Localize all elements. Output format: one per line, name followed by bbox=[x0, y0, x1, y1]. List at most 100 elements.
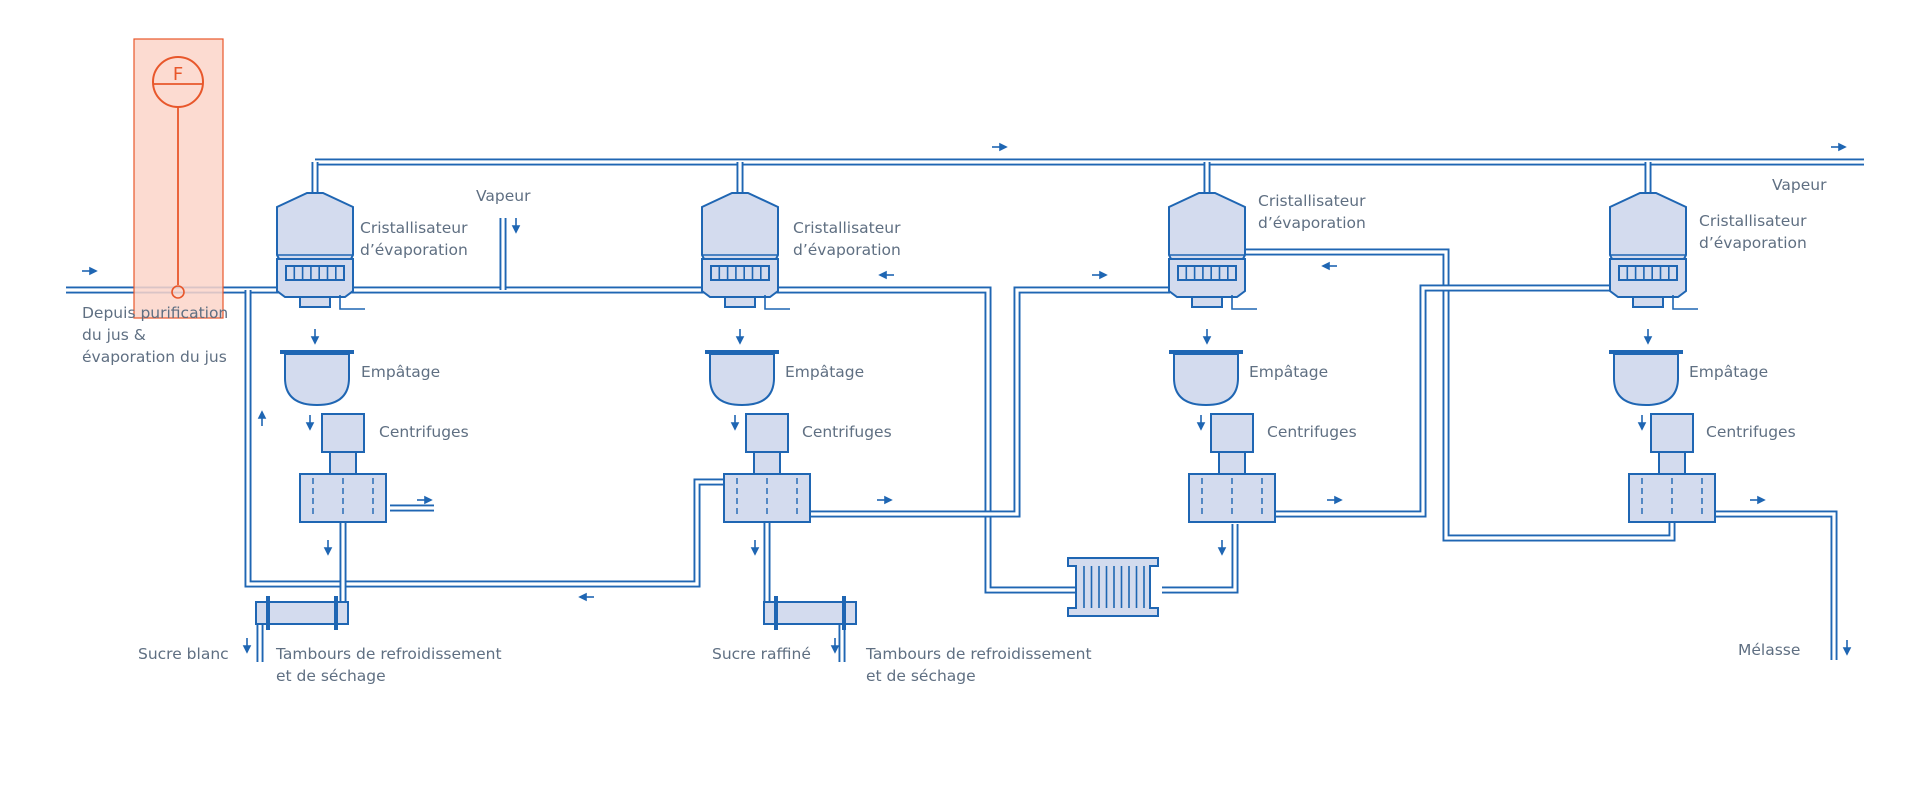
crystallizer-3-drain bbox=[1231, 295, 1257, 310]
centrifuge-label-1: Centrifuges bbox=[379, 423, 469, 441]
recycle-pipe-1-outer bbox=[244, 290, 727, 588]
arrow-icon-8 bbox=[310, 329, 320, 345]
arrow-icon-25 bbox=[242, 638, 252, 654]
arrow-icon-4-head bbox=[511, 225, 521, 234]
mixer-1 bbox=[280, 350, 354, 407]
flow-meter-instrument[interactable]: F bbox=[133, 38, 224, 319]
arrow-icon-19 bbox=[1327, 495, 1343, 505]
centrifuge-2 bbox=[723, 413, 811, 523]
heat-exchanger-body bbox=[1067, 557, 1159, 617]
arrow-icon-2-head bbox=[999, 142, 1008, 152]
liquor-return-3-inner bbox=[1245, 250, 1674, 540]
labels: Depuis purification du jus & évaporation… bbox=[82, 176, 1827, 685]
drum-1 bbox=[255, 596, 349, 630]
arrow-icon-13-head bbox=[730, 422, 740, 431]
arrow-icon-12 bbox=[305, 415, 315, 431]
arrow-icon-26 bbox=[830, 638, 840, 654]
centrifuge-4-motor bbox=[1650, 413, 1694, 453]
arrow-icon-12-head bbox=[305, 422, 315, 431]
arrow-icon-23-head bbox=[1217, 547, 1227, 556]
arrow-icon-2 bbox=[992, 142, 1008, 152]
arrow-icon-5-head bbox=[1099, 270, 1108, 280]
mixer-label-3: Empâtage bbox=[1249, 363, 1328, 381]
arrow-icon-13 bbox=[730, 415, 740, 431]
transfer-pipe-1-3-inner bbox=[710, 288, 1080, 592]
mixer-4 bbox=[1609, 350, 1683, 407]
mixer-2-bowl bbox=[709, 353, 775, 407]
crystallizer-1-drain bbox=[339, 295, 365, 310]
centrifuge-3 bbox=[1188, 413, 1276, 523]
transfer-pipe-2-inner bbox=[810, 288, 1170, 516]
crystallizer-1-tube-bundle bbox=[285, 265, 345, 281]
crystallizer-1-outlet bbox=[299, 296, 331, 308]
crystallizer-label-4: Cristallisateur d’évaporation bbox=[1699, 212, 1811, 252]
arrow-icon-18 bbox=[877, 495, 893, 505]
arrow-icon-10-head bbox=[1202, 336, 1212, 345]
arrow-icon-27-head bbox=[1842, 647, 1852, 656]
crystallizer-2-tube-bundle bbox=[710, 265, 770, 281]
crystallizer-label-3: Cristallisateur d’évaporation bbox=[1258, 192, 1370, 232]
mixer-2 bbox=[705, 350, 779, 407]
equipment-group bbox=[255, 192, 1716, 630]
arrow-icon-14-head bbox=[1196, 422, 1206, 431]
centrifuge-1 bbox=[299, 413, 387, 523]
arrow-icon-24 bbox=[578, 592, 594, 602]
flow-meter-symbol: F bbox=[173, 64, 183, 85]
arrow-icon-5 bbox=[1092, 270, 1108, 280]
pipe-network bbox=[66, 158, 1864, 662]
centrifuge-1-shaft bbox=[329, 451, 357, 475]
arrow-icon-27 bbox=[1842, 640, 1852, 656]
arrow-icon-1 bbox=[82, 266, 98, 276]
mixer-3-bowl bbox=[1173, 353, 1239, 407]
crystallizer-2-outlet bbox=[724, 296, 756, 308]
arrow-icon-22-head bbox=[750, 547, 760, 556]
transfer-pipe-3 bbox=[1233, 284, 1612, 518]
arrow-icon-19-head bbox=[1334, 495, 1343, 505]
centrifuge-2-shaft bbox=[753, 451, 781, 475]
crystallizer-4-drain bbox=[1672, 295, 1698, 310]
molasses-pipe bbox=[1716, 510, 1838, 660]
transfer-pipe-3-inner bbox=[1233, 286, 1612, 516]
arrow-icon-7-head bbox=[1321, 261, 1330, 271]
recycle-pipe-1-inner bbox=[246, 290, 727, 586]
mixer-label-4: Empâtage bbox=[1689, 363, 1768, 381]
centrifuge-label-3: Centrifuges bbox=[1267, 423, 1357, 441]
arrow-icon-7 bbox=[1321, 261, 1337, 271]
crystallizer-4-body bbox=[1609, 192, 1687, 260]
arrow-icon-11-head bbox=[1643, 336, 1653, 345]
liquor-return-3 bbox=[1245, 248, 1676, 542]
arrow-icon-9 bbox=[735, 329, 745, 345]
arrow-icon-8-head bbox=[310, 336, 320, 345]
mixer-4-bowl bbox=[1613, 353, 1679, 407]
arrow-icon-24-head bbox=[578, 592, 587, 602]
drum-1-body bbox=[255, 601, 349, 625]
crystallizer-4-tube-bundle bbox=[1618, 265, 1678, 281]
transfer-pipe-2 bbox=[810, 286, 1170, 518]
mixer-label-2: Empâtage bbox=[785, 363, 864, 381]
arrow-icon-17 bbox=[417, 495, 433, 505]
crystallizer-3-body bbox=[1168, 192, 1246, 260]
centrifuge-2-motor bbox=[745, 413, 789, 453]
crystallizer-4 bbox=[1609, 192, 1698, 310]
crystallizer-2 bbox=[701, 192, 790, 310]
centrifuge-label-2: Centrifuges bbox=[802, 423, 892, 441]
flow-meter-tap bbox=[171, 285, 185, 299]
arrow-icon-4 bbox=[511, 218, 521, 234]
arrow-icon-15-head bbox=[1637, 422, 1647, 431]
centrifuge-3-motor bbox=[1210, 413, 1254, 453]
arrow-icon-21-head bbox=[323, 547, 333, 556]
return-pipe-hx-outer bbox=[1162, 524, 1239, 594]
return-pipe-hx bbox=[1162, 524, 1239, 594]
transfer-pipe-1-3 bbox=[710, 286, 1080, 594]
drum-label-2: Tambours de refroidissement et de séchag… bbox=[865, 645, 1096, 685]
centrifuge-1-motor bbox=[321, 413, 365, 453]
molasses-pipe-outer bbox=[1716, 510, 1838, 660]
arrow-icon-1-head bbox=[89, 266, 98, 276]
molasses-label: Mélasse bbox=[1738, 641, 1800, 659]
arrow-icon-10 bbox=[1202, 329, 1212, 345]
flow-arrows bbox=[82, 142, 1852, 656]
crystallizer-4-outlet bbox=[1632, 296, 1664, 308]
centrifuge-4 bbox=[1628, 413, 1716, 523]
arrow-icon-11 bbox=[1643, 329, 1653, 345]
